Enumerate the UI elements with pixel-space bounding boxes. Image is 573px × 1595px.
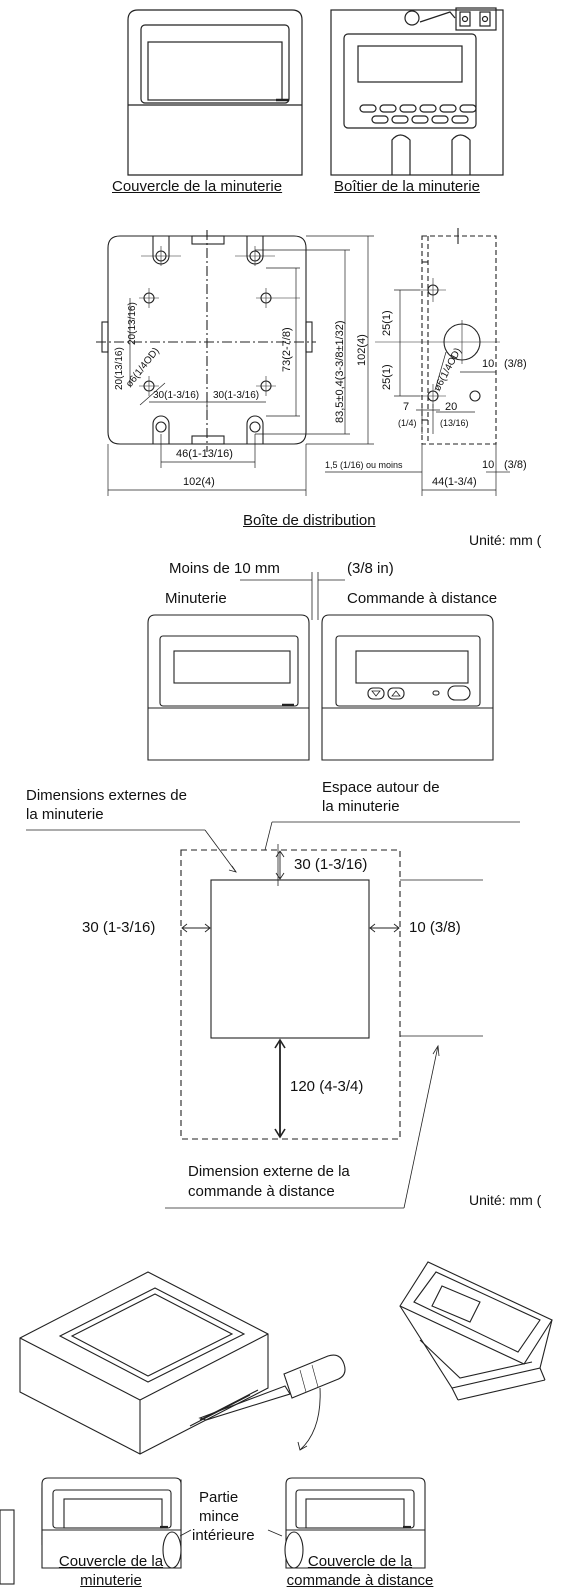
external-dims-label-line2: la minuterie <box>26 806 104 823</box>
unit-label-2: Unité: mm ( <box>469 1192 542 1208</box>
dim-102-horizontal: 102(4) <box>183 476 215 488</box>
clearance-bottom: 120 (4-3/4) <box>290 1078 364 1095</box>
external-dims-label-line1: Dimensions externes de <box>26 787 187 804</box>
unit-label-1: Unité: mm ( <box>469 532 542 548</box>
dim-10-lower: 10 <box>482 459 495 471</box>
dim-46: 46(1-13/16) <box>176 448 233 460</box>
distribution-box-label: Boîte de distribution <box>243 512 376 529</box>
dim-7-in: (1/4) <box>398 418 417 428</box>
space-label-line2: la minuterie <box>322 798 400 815</box>
clearance-left: 30 (1-3/16) <box>82 919 156 936</box>
dim-10-lower-in: (3/8) <box>504 459 527 471</box>
dim-20-upper: 20(13/16) <box>127 302 138 345</box>
dim-20-side: 20 <box>445 401 458 413</box>
dim-10-upper: 10 <box>482 358 495 370</box>
timer-cover-label: Couvercle de la minuterie <box>112 178 283 195</box>
dim-44: 44(1-3/4) <box>432 476 477 488</box>
dim-73: 73(2-7/8) <box>281 327 293 372</box>
dim-25-lower: 25(1) <box>381 364 393 390</box>
gap-inch-label: (3/8 in) <box>347 560 394 577</box>
dim-30-left: 30(1-3/16) <box>153 390 200 401</box>
distribution-box-side <box>325 228 510 496</box>
clearance-right: 10 (3/8) <box>409 919 461 936</box>
timer-cover-caption-line1: Couvercle de la <box>58 1553 164 1570</box>
remote-cover-caption-line1: Couvercle de la <box>307 1553 413 1570</box>
space-label-line1: Espace autour de <box>322 779 440 796</box>
distribution-box-front <box>96 230 374 496</box>
timer-cover-caption-line2: minuterie <box>80 1572 142 1589</box>
gap-label: Moins de 10 mm <box>169 560 280 577</box>
timer-case-drawing <box>330 7 504 176</box>
dim-30-right: 30(1-3/16) <box>213 390 260 401</box>
dim-10-upper-in: (3/8) <box>504 358 527 370</box>
clearance-diagram <box>26 821 520 1209</box>
thin-part-label-line3: intérieure <box>192 1527 255 1544</box>
cover-opening-drawing <box>19 1261 553 1545</box>
thin-part-label-line2: mince <box>199 1508 240 1525</box>
clearance-top: 30 (1-3/16) <box>294 856 368 873</box>
thin-part-label-line1: Partie <box>199 1489 239 1506</box>
timer-label: Minuterie <box>165 590 227 607</box>
dim-1-5: 1,5 (1/16) ou moins <box>325 460 403 470</box>
dim-7: 7 <box>403 401 410 413</box>
dim-102-vertical: 102(4) <box>356 334 368 366</box>
remote-external-label-line1: Dimension externe de la <box>188 1163 350 1180</box>
remote-external-label-line2: commande à distance <box>188 1183 335 1200</box>
remote-cover-caption-line2: commande à distance <box>286 1572 434 1589</box>
dim-83-5: 83,5±0,4(3-3/8±1/32) <box>334 320 346 423</box>
dim-20-side-in: (13/16) <box>440 418 469 428</box>
dim-25-upper: 25(1) <box>381 310 393 336</box>
timer-case-label: Boîtier de la minuterie <box>334 178 480 195</box>
dim-20-lower: 20(13/16) <box>114 347 125 390</box>
units-drawing <box>147 572 494 761</box>
remote-label: Commande à distance <box>347 590 498 607</box>
timer-cover-drawing <box>127 9 303 176</box>
